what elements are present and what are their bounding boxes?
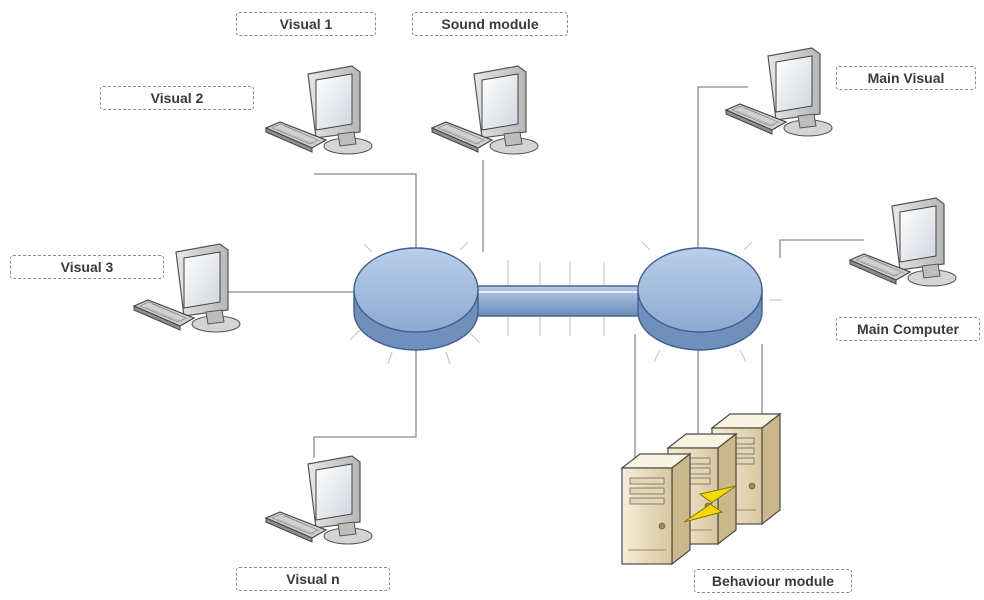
label-sound-module: Sound module — [412, 12, 568, 36]
link-main-computer — [779, 239, 864, 258]
label-behaviour-module: Behaviour module — [694, 569, 852, 593]
label-main-computer: Main Computer — [836, 317, 980, 341]
network-hub-icon — [637, 247, 763, 351]
computer-monitor-icon — [725, 47, 833, 137]
backbone-link — [469, 285, 651, 317]
label-visual-2: Visual 2 — [100, 86, 254, 110]
computer-monitor-icon — [431, 65, 539, 155]
network-hub-icon — [353, 247, 479, 351]
link-visual-1 — [314, 173, 417, 252]
hub-port-ticks — [349, 241, 782, 365]
computer-monitor-icon — [265, 455, 373, 545]
connection-lines — [228, 86, 864, 462]
label-visual-1: Visual 1 — [236, 12, 376, 36]
label-visual-n: Visual n — [236, 567, 390, 591]
computer-monitor-icon — [849, 197, 957, 287]
server-tower-icon — [621, 453, 691, 565]
label-main-visual: Main Visual — [836, 66, 976, 90]
computer-monitor-icon — [265, 65, 373, 155]
link-visual-n — [313, 346, 417, 458]
lightning-bolt-icon — [683, 485, 737, 523]
link-main-visual — [697, 86, 748, 252]
label-visual-3: Visual 3 — [10, 255, 164, 279]
